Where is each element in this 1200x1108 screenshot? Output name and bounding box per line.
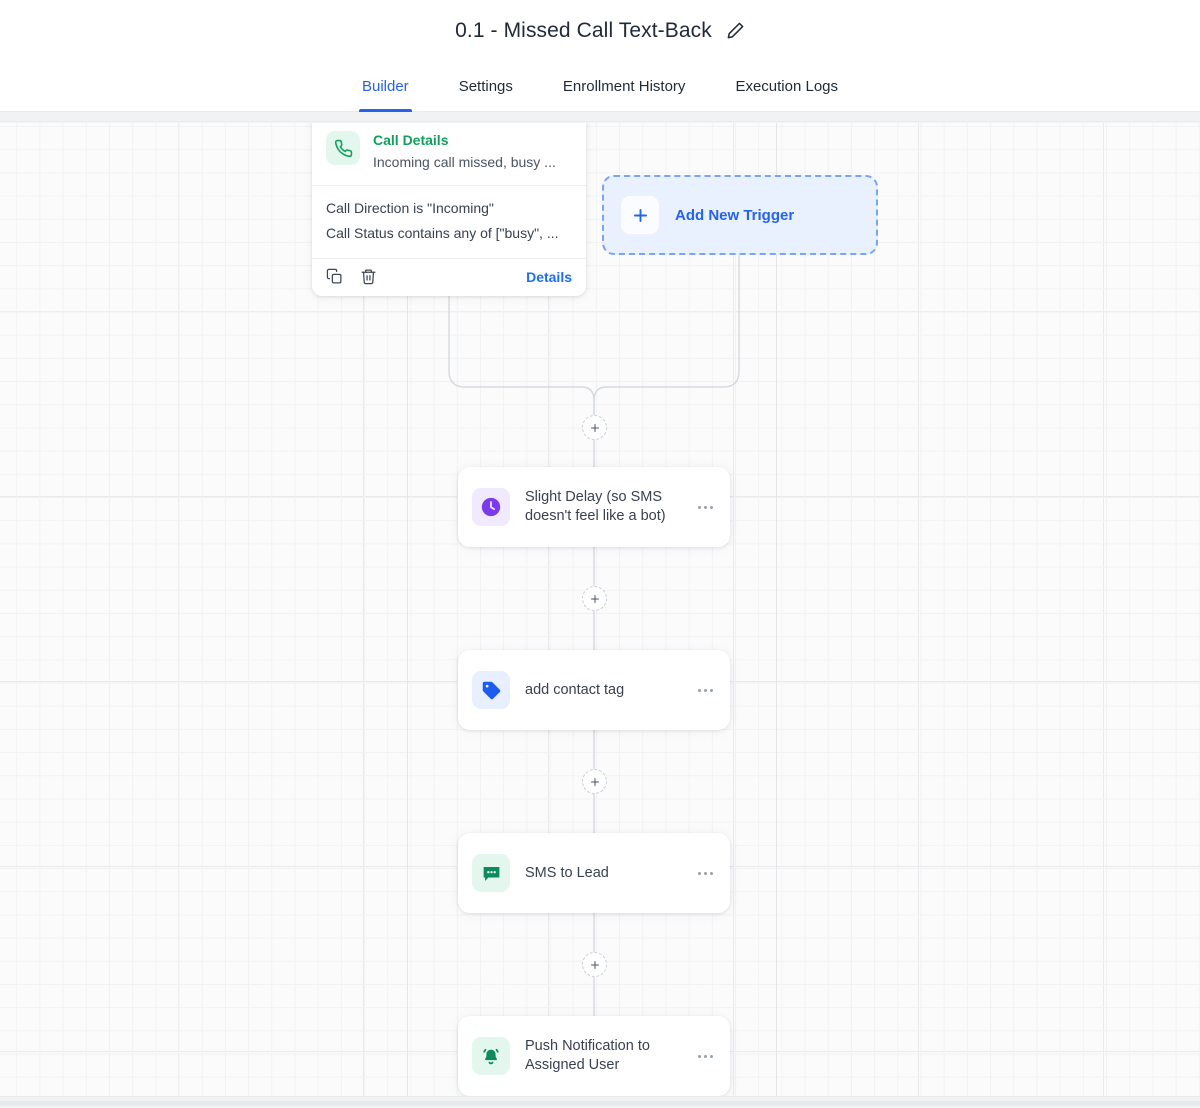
trigger-card-footer: Details: [312, 259, 586, 296]
add-new-trigger-label: Add New Trigger: [675, 206, 795, 224]
trigger-card-footer-icons: [326, 268, 377, 285]
trigger-card-text: Call Details Incoming call missed, busy …: [373, 131, 556, 171]
clock-icon: [472, 488, 510, 526]
action-node-sms-to-lead[interactable]: SMS to Lead: [458, 833, 730, 913]
trash-icon[interactable]: [360, 268, 377, 285]
canvas-divider-left: [407, 123, 408, 1096]
phone-icon: [326, 131, 360, 165]
workflow-canvas[interactable]: Call Details Incoming call missed, busy …: [0, 123, 1200, 1096]
plus-icon: [621, 196, 659, 234]
chat-bubble-icon: [472, 854, 510, 892]
add-step-button[interactable]: [582, 415, 607, 440]
tab-execution-logs[interactable]: Execution Logs: [710, 61, 863, 111]
copy-icon[interactable]: [326, 268, 343, 285]
bell-icon: [472, 1037, 510, 1075]
more-options-icon[interactable]: [694, 1045, 716, 1067]
app-header: 0.1 - Missed Call Text-Back: [0, 0, 1200, 61]
action-node-add-contact-tag[interactable]: add contact tag: [458, 650, 730, 730]
action-node-label: Slight Delay (so SMS doesn't feel like a…: [525, 489, 666, 524]
tab-bar: Builder Settings Enrollment History Exec…: [0, 61, 1200, 112]
action-node-slight-delay[interactable]: Slight Delay (so SMS doesn't feel like a…: [458, 467, 730, 547]
add-step-button[interactable]: [582, 586, 607, 611]
add-step-button[interactable]: [582, 769, 607, 794]
page-title: 0.1 - Missed Call Text-Back: [455, 18, 712, 42]
tag-icon: [472, 671, 510, 709]
tab-settings-label: Settings: [458, 77, 513, 95]
trigger-card-subtitle: Incoming call missed, busy ...: [373, 154, 556, 170]
trigger-card-conditions: Call Direction is "Incoming" Call Status…: [312, 186, 586, 259]
trigger-card-header: Call Details Incoming call missed, busy …: [312, 123, 586, 186]
action-node-label: SMS to Lead: [525, 864, 609, 881]
tab-execution-logs-label: Execution Logs: [735, 77, 839, 95]
action-node-label: Push Notification to Assigned User: [525, 1038, 650, 1073]
trigger-card-title: Call Details: [373, 132, 449, 148]
title-wrap: 0.1 - Missed Call Text-Back: [455, 19, 745, 43]
trigger-condition-row: Call Status contains any of ["busy", ...: [326, 225, 559, 241]
tab-builder[interactable]: Builder: [337, 61, 434, 112]
tab-enrollment-history[interactable]: Enrollment History: [538, 61, 711, 111]
tab-settings[interactable]: Settings: [434, 61, 538, 111]
tab-enrollment-history-label: Enrollment History: [562, 77, 686, 95]
trigger-condition-row: Call Direction is "Incoming": [326, 200, 494, 216]
more-options-icon[interactable]: [694, 679, 716, 701]
action-node-push-notification[interactable]: Push Notification to Assigned User: [458, 1016, 730, 1096]
canvas-horizontal-scrollbar[interactable]: [0, 1096, 1200, 1108]
canvas-divider-right: [776, 123, 777, 1096]
workflow-canvas-shell: Call Details Incoming call missed, busy …: [0, 112, 1200, 1108]
pencil-icon[interactable]: [726, 21, 745, 40]
scrollbar-track[interactable]: [0, 1101, 1200, 1106]
trigger-details-link[interactable]: Details: [526, 268, 572, 285]
add-new-trigger-button[interactable]: Add New Trigger: [602, 175, 878, 255]
more-options-icon[interactable]: [694, 496, 716, 518]
action-node-label: add contact tag: [525, 681, 625, 698]
canvas-top-band: [0, 112, 1200, 122]
tab-builder-label: Builder: [361, 77, 409, 95]
trigger-card-call-details[interactable]: Call Details Incoming call missed, busy …: [312, 123, 586, 296]
add-step-button[interactable]: [582, 952, 607, 977]
more-options-icon[interactable]: [694, 862, 716, 884]
